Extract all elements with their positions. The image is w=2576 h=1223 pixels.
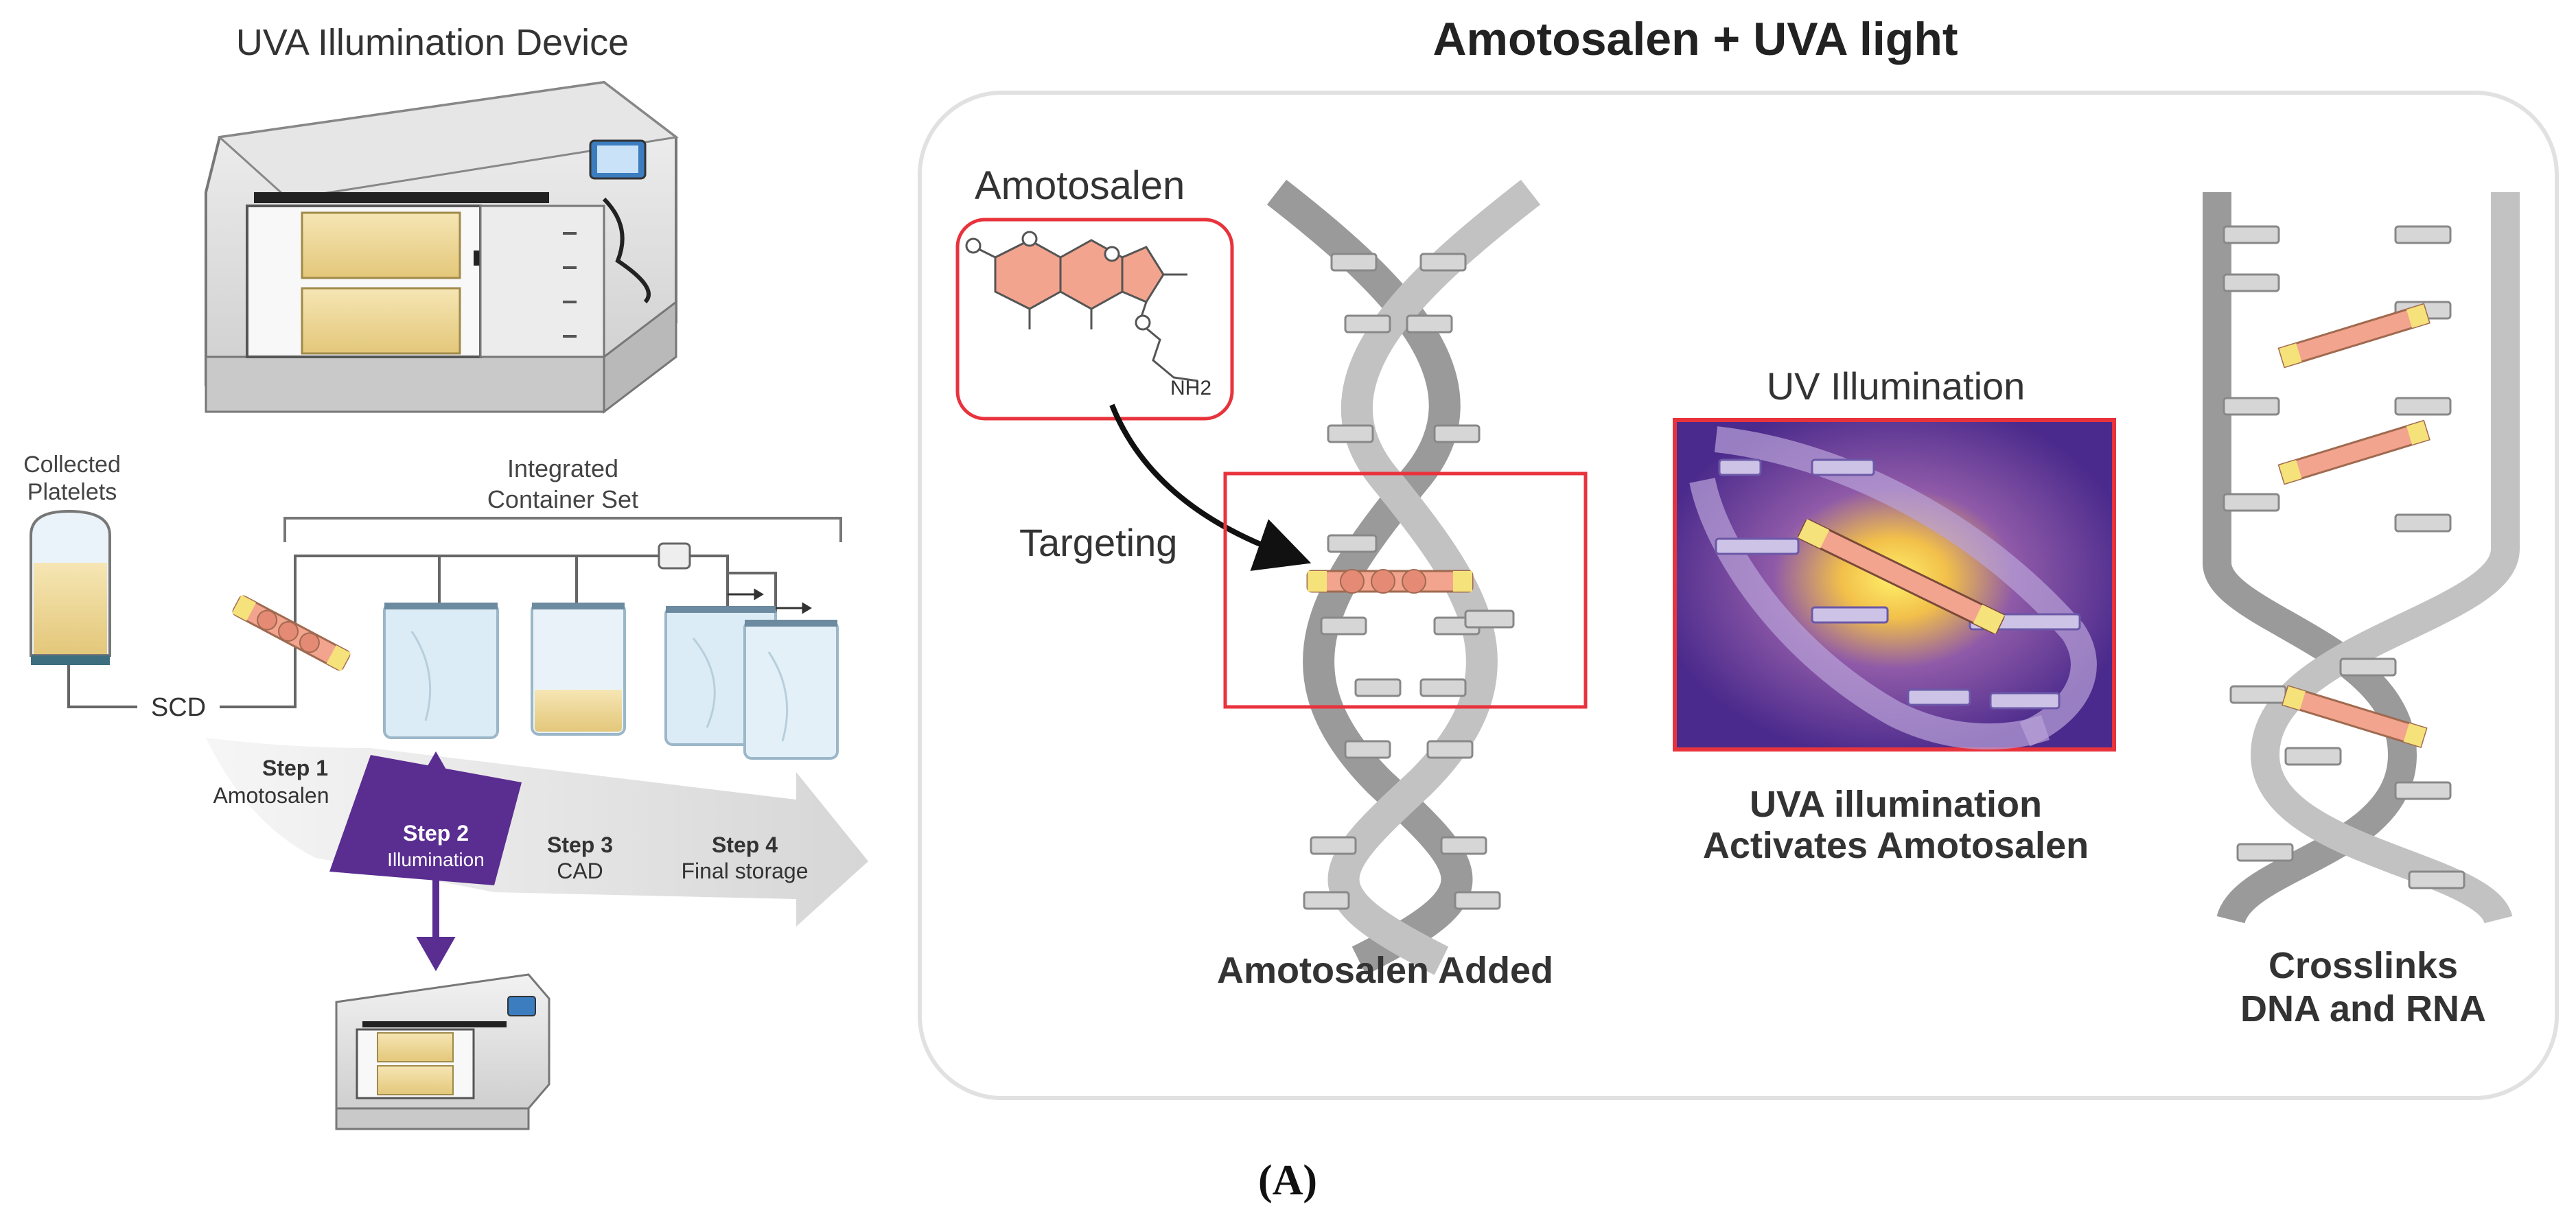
targeting-label: Targeting [1019,521,1177,564]
amotosalen-vial [231,594,351,671]
uv-illumination-label: UV Illumination [1767,364,2026,408]
collected-label-1: Collected [23,452,121,478]
scd-label: SCD [151,693,206,722]
step-3-sub: CAD [557,859,603,883]
targeting-arrow [1109,404,1312,571]
amotosalen-label: Amotosalen [975,163,1185,208]
crosslinks [2277,303,2430,749]
bag-port-arrows [728,588,812,614]
activates-caption-2: Activates Amotosalen [1703,825,2089,866]
collected-platelets-bottle [30,509,111,665]
activates-caption-1: UVA illumination [1750,784,2042,825]
inline-filter [658,542,691,570]
uva-device-large [205,80,679,415]
amotosalen-molecule [965,231,1198,382]
crosslinks-caption-2: DNA and RNA [2240,988,2486,1029]
bag-2-cad [531,603,626,736]
uv-illumination-panel [1673,418,2116,752]
container-set-bracket [283,517,842,542]
bag-1 [383,603,499,739]
right-panel-title: Amotosalen + UVA light [1432,13,1958,65]
nh2-label: NH2 [1170,377,1211,399]
step-4-title: Step 4 [712,832,778,857]
amotosalen-added-caption: Amotosalen Added [1217,950,1553,991]
step-2-title: Step 2 [403,821,469,846]
integrated-label-2: Container Set [487,485,638,513]
molecule-box [955,218,1234,421]
integrated-label-1: Integrated [507,454,618,482]
step-1-sub: Amotosalen [213,783,329,808]
step2-double-arrow [416,751,456,972]
dna-helix-crosslinked [2203,192,2520,925]
step-3-title: Step 3 [547,832,613,857]
step-2-sub: Illumination [387,849,485,870]
device-title: UVA Illumination Device [236,22,629,63]
step-4-sub: Final storage [682,859,809,883]
dna-helix-amotosalen-added [1266,179,1541,975]
targeting-box [1223,471,1588,709]
step-1-title: Step 1 [262,756,328,780]
crosslinks-caption-1: Crosslinks [2268,945,2458,986]
process-arrow [206,738,868,927]
figure-label: (A) [1258,1157,1317,1204]
intercalated-amotosalen [1306,534,1515,629]
bag-4-storage [743,620,839,760]
tubing [67,555,777,708]
uva-device-small [335,973,550,1130]
collected-label-2: Platelets [27,479,117,505]
